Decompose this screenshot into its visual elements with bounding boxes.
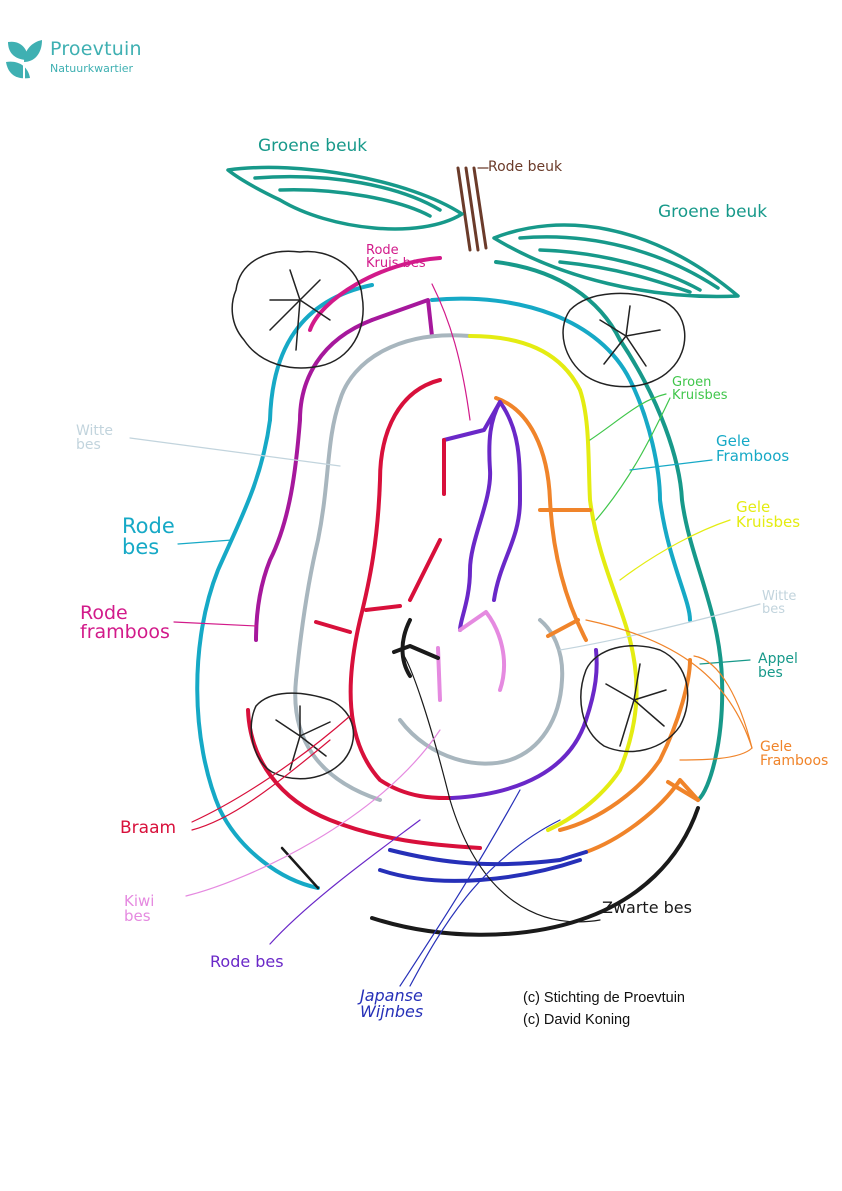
label-zwarte-bes: Zwarte bes (602, 898, 692, 917)
logo-name: Proevtuin (50, 38, 142, 60)
label-appel-bes: Appel bes (758, 651, 798, 681)
leaf-groene-beuk-right (492, 223, 740, 299)
label-rode-bes-left: Rode bes (122, 514, 175, 559)
label-rode-kruisbes: Rode Kruis bes (366, 243, 426, 271)
credits: (c) Stichting de Proevtuin (c) David Kon… (523, 987, 685, 1031)
label-gele-framboos-right: Gele Framboos (716, 432, 790, 465)
stem-rode-beuk (456, 166, 488, 252)
label-rode-framboos: Rode framboos (80, 602, 170, 643)
shrub-bottom-right (580, 645, 689, 753)
label-braam: Braam (120, 818, 177, 838)
label-japanse-wijnbes: Japanse Wijnbes (360, 986, 424, 1021)
shrub-top-left (231, 250, 364, 369)
leader-lines (129, 167, 761, 987)
label-groene-beuk-left: Groene beuk (258, 136, 368, 156)
label-witte-bes-left: Witte bes (76, 423, 114, 453)
maze-ring-4 (314, 378, 599, 883)
label-rode-beuk: Rode beuk (488, 159, 563, 175)
maze-ring-3 (293, 333, 639, 832)
shrub-bottom-left (250, 692, 355, 780)
label-witte-bes-right: Witte bes (762, 589, 797, 617)
leaf-logo-icon (6, 40, 42, 84)
logo-subtitle: Natuurkwartier (50, 62, 134, 75)
label-kiwi-bes: Kiwi bes (124, 892, 155, 925)
label-groen-kruisbes: Groen Kruisbes (672, 375, 728, 403)
leaf-groene-beuk-left (226, 165, 464, 231)
label-gele-framboos-bottom: Gele Framboos (760, 739, 829, 769)
credit-line-1: (c) Stichting de Proevtuin (523, 990, 685, 1006)
maze-outer-ring (195, 260, 725, 890)
label-gele-kruisbes: Gele Kruisbes (736, 498, 801, 531)
shrub-top-right (562, 292, 686, 388)
label-groene-beuk-right: Groene beuk (658, 202, 768, 222)
maze-inner-core (392, 400, 580, 766)
label-rode-bes-bottom: Rode bes (210, 952, 284, 971)
maze-ring-2 (246, 256, 700, 854)
proevtuin-logo: Proevtuin Natuurkwartier (2, 28, 152, 90)
credit-line-2: (c) David Koning (523, 1012, 631, 1028)
